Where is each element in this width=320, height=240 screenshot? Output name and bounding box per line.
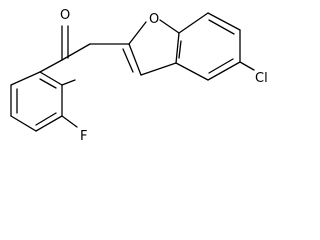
- bond: [128, 21, 147, 45]
- carbonyl-oxygen-label: O: [60, 8, 70, 23]
- benzofuran-ring: [89, 12, 255, 81]
- bond: [128, 43, 142, 76]
- fluorine-label: F: [80, 129, 87, 144]
- bond: [61, 43, 91, 61]
- bond: [239, 61, 255, 71]
- bond: [39, 59, 63, 73]
- aromatic-inner-bond: [208, 19, 235, 35]
- bond: [175, 62, 209, 81]
- aromatic-inner-bond: [208, 58, 234, 74]
- fluorophenyl-ring: [10, 59, 78, 132]
- bond: [207, 12, 241, 31]
- aromatic-inner-bond: [35, 112, 57, 126]
- bond: [175, 32, 180, 64]
- bond: [61, 79, 76, 86]
- bond: [61, 115, 78, 128]
- bond: [178, 12, 209, 34]
- bond: [10, 71, 41, 86]
- furan-oxygen-label: O: [149, 12, 159, 27]
- bond: [159, 19, 180, 34]
- bond: [10, 115, 37, 132]
- bond: [207, 61, 241, 81]
- aromatic-inner-bond: [178, 40, 182, 59]
- bond: [122, 48, 134, 73]
- bond: [39, 71, 63, 86]
- chlorine-label: Cl: [255, 71, 268, 86]
- carbonyl-group: [61, 25, 91, 61]
- aromatic-inner-bond: [39, 78, 57, 89]
- chemical-structure: O O Cl F: [10, 8, 268, 144]
- bond: [140, 62, 177, 76]
- bond: [35, 115, 63, 132]
